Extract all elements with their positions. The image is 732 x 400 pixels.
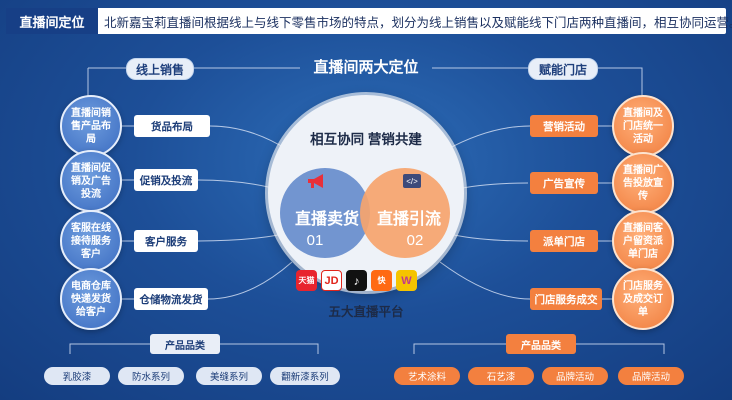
jd-icon: JD <box>321 270 342 291</box>
header-description: 北新嘉宝莉直播间根据线上与线下零售市场的特点，划分为线上销售以及赋能线下门店两种… <box>104 15 732 30</box>
sales-number: 01 <box>306 232 324 249</box>
right-category-label: 产品品类 <box>506 334 576 354</box>
right-pill-2: 广告宣传 <box>530 172 598 194</box>
megaphone-icon <box>308 174 323 188</box>
code-icon: </> <box>403 174 421 188</box>
right-pill-4: 门店服务成交 <box>530 288 602 310</box>
online-sales-label: 线上销售 <box>126 58 194 80</box>
header-bar <box>6 8 726 34</box>
left-category-1: 乳胶漆 <box>44 367 110 385</box>
main-title: 直播间两大定位 <box>313 59 419 76</box>
header-label: 直播间定位 <box>6 8 98 34</box>
tmall-icon: 天猫 <box>296 270 317 291</box>
left-bubble-2: 直播间促销及广告投流 <box>60 150 122 212</box>
traffic-number: 02 <box>406 232 424 249</box>
platform-logos: 天猫 JD ♪ 快 W <box>296 270 417 291</box>
kuaishou-icon: 快 <box>371 270 392 291</box>
right-pill-1: 营销活动 <box>530 115 598 137</box>
store-empower-label: 赋能门店 <box>528 58 598 80</box>
left-category-label: 产品品类 <box>150 334 220 354</box>
left-pill-3: 客户服务 <box>134 230 198 252</box>
right-category-1: 艺术涂料 <box>394 367 460 385</box>
right-category-3: 品牌活动 <box>542 367 608 385</box>
left-bubble-1: 直播间销售产品布局 <box>60 95 122 157</box>
platforms-title: 五大直播平台 <box>328 305 404 319</box>
center-subtitle: 相互协同 营销共建 <box>310 132 422 147</box>
right-bubble-1: 直播间及门店统一活动 <box>612 95 674 157</box>
left-pill-2: 促销及投流 <box>134 169 198 191</box>
right-bubble-4: 门店服务及成交订单 <box>612 268 674 330</box>
left-category-3: 美缝系列 <box>196 367 262 385</box>
weishi-icon: W <box>396 270 417 291</box>
right-category-2: 石艺漆 <box>468 367 534 385</box>
sales-name: 直播卖货 <box>294 211 359 228</box>
right-pill-3: 派单门店 <box>530 230 598 252</box>
douyin-icon: ♪ <box>346 270 367 291</box>
left-bubble-4: 电商仓库快递发货给客户 <box>60 268 122 330</box>
traffic-name: 直播引流 <box>376 211 441 228</box>
right-bubble-3: 直播间客户留资派单门店 <box>612 210 674 272</box>
left-category-4: 翻新漆系列 <box>270 367 340 385</box>
right-bubble-2: 直播间广告投放宣传 <box>612 152 674 214</box>
left-pill-1: 货品布局 <box>134 115 210 137</box>
left-bubble-3: 客服在线接待服务客户 <box>60 210 122 272</box>
left-category-2: 防水系列 <box>118 367 184 385</box>
sales-circle <box>280 168 370 258</box>
left-pill-4: 仓储物流发货 <box>134 288 208 310</box>
right-category-4: 品牌活动 <box>618 367 684 385</box>
